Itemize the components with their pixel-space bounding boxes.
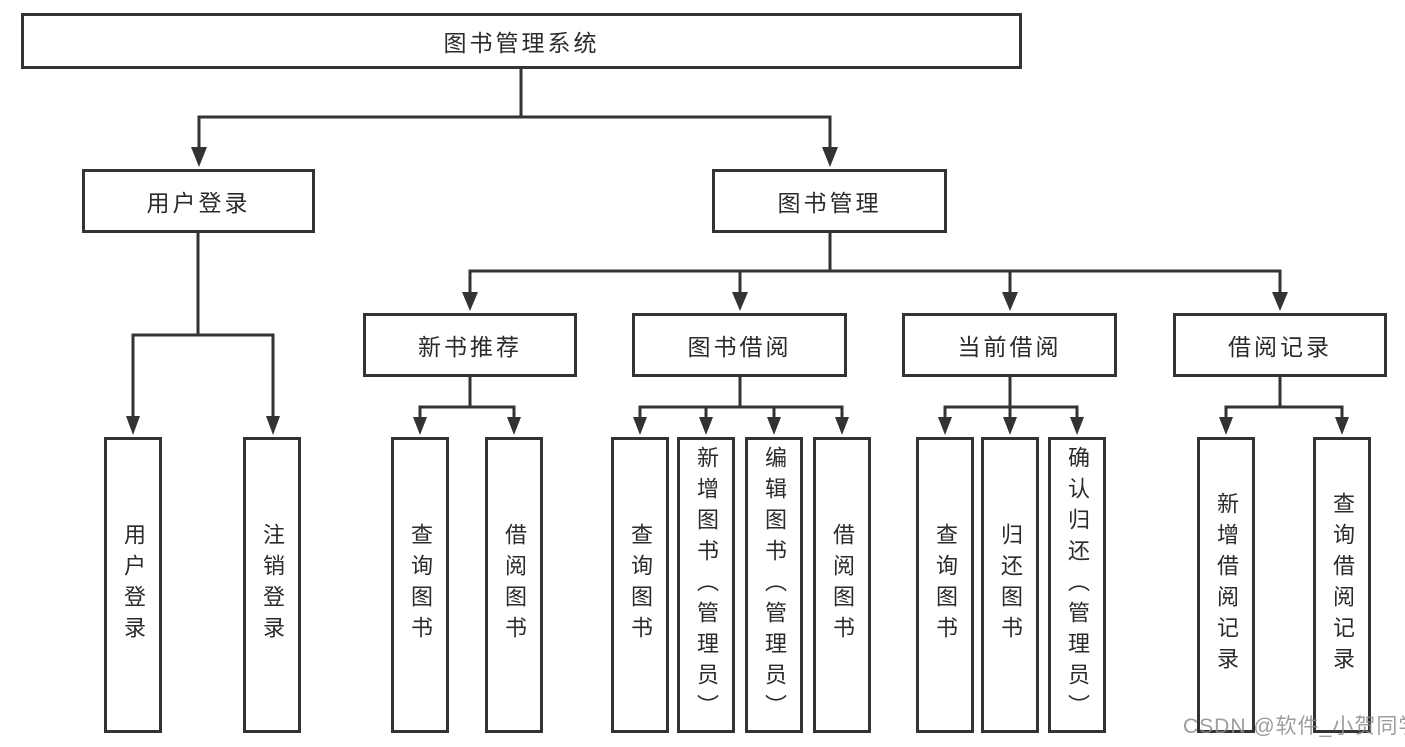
leaf-add-borrow-record: 新增借阅记录 [1197, 437, 1255, 733]
leaf-add-books-admin: 新增图书（管理员） [677, 437, 735, 733]
leaf-borrow-books-label: 借阅图书 [830, 523, 855, 647]
node-user-login-label: 用户登录 [146, 190, 251, 216]
leaf-confirm-return-admin: 确认归还（管理员） [1048, 437, 1106, 733]
leaf-logout-label: 注销登录 [260, 523, 285, 647]
leaf-return-books: 归还图书 [981, 437, 1039, 733]
leaf-current-query-books: 查询图书 [916, 437, 974, 733]
leaf-return-books-label: 归还图书 [998, 523, 1023, 647]
node-current-borrow: 当前借阅 [902, 313, 1117, 377]
leaf-add-books-admin-label: 新增图书（管理员） [694, 445, 719, 725]
leaf-query-borrow-record-label: 查询借阅记录 [1330, 492, 1355, 678]
node-root-system: 图书管理系统 [21, 13, 1022, 69]
leaf-confirm-return-admin-label: 确认归还（管理员） [1065, 445, 1090, 725]
node-new-book-recommend-label: 新书推荐 [418, 334, 522, 360]
node-current-borrow-label: 当前借阅 [957, 334, 1062, 360]
node-root-label: 图书管理系统 [443, 30, 600, 56]
connector-login-to-leaves [126, 233, 280, 435]
leaf-borrow-query-books: 查询图书 [611, 437, 669, 733]
node-book-borrow-label: 图书借阅 [687, 334, 792, 360]
leaf-borrow-query-books-label: 查询图书 [628, 523, 653, 647]
leaf-logout: 注销登录 [243, 437, 301, 733]
node-borrow-records-label: 借阅记录 [1228, 334, 1332, 360]
connector-mgmt-to-level3 [462, 233, 1288, 311]
connector-recommend-to-leaves [413, 377, 521, 435]
leaf-current-query-books-label: 查询图书 [933, 523, 958, 647]
leaf-recommend-borrow-books-label: 借阅图书 [502, 523, 527, 647]
node-book-mgmt-label: 图书管理 [777, 190, 882, 216]
leaf-edit-books-admin: 编辑图书（管理员） [745, 437, 803, 733]
node-book-borrow: 图书借阅 [632, 313, 847, 377]
leaf-add-borrow-record-label: 新增借阅记录 [1214, 492, 1239, 678]
leaf-user-login: 用户登录 [104, 437, 162, 733]
leaf-borrow-books: 借阅图书 [813, 437, 871, 733]
csdn-watermark: CSDN @软件_小贺同学 [1183, 715, 1405, 738]
node-new-book-recommend: 新书推荐 [363, 313, 577, 377]
node-borrow-records: 借阅记录 [1173, 313, 1387, 377]
leaf-user-login-label: 用户登录 [121, 523, 146, 647]
node-book-mgmt: 图书管理 [712, 169, 947, 233]
node-user-login: 用户登录 [82, 169, 315, 233]
leaf-recommend-query-books-label: 查询图书 [408, 523, 433, 647]
leaf-recommend-query-books: 查询图书 [391, 437, 449, 733]
connector-records-to-leaves [1219, 377, 1349, 435]
connector-borrow-to-leaves [633, 377, 849, 435]
leaf-query-borrow-record: 查询借阅记录 [1313, 437, 1371, 733]
connector-root-to-level2 [191, 69, 838, 167]
connector-current-to-leaves [938, 377, 1084, 435]
leaf-recommend-borrow-books: 借阅图书 [485, 437, 543, 733]
leaf-edit-books-admin-label: 编辑图书（管理员） [762, 445, 787, 725]
